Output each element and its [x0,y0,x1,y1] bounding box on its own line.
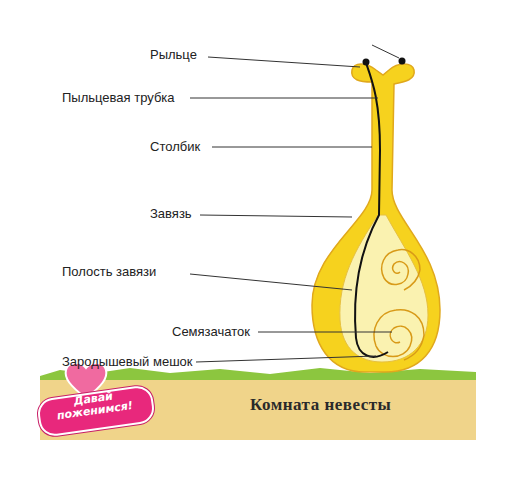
pollen-grain [363,59,370,66]
pollen-tube [355,63,388,357]
leader-lines [190,45,399,362]
pistil-body [312,64,440,372]
part-label: Пыльцевая трубка [62,90,175,106]
part-label: Семязачаток [172,324,250,340]
part-label: Рыльце [150,47,197,63]
pollen-grain [399,58,406,65]
part-label: Зародышевый мешок [62,354,192,370]
ovary-cavity [340,215,428,362]
part-label: Столбик [150,139,200,155]
ovule-upper [382,250,420,290]
ground-band [40,376,476,440]
caption-text: Комната невесты [250,397,391,413]
ovule-lower [374,310,424,360]
part-label: Полость завязи [62,264,156,280]
part-label: Завязь [150,206,192,222]
